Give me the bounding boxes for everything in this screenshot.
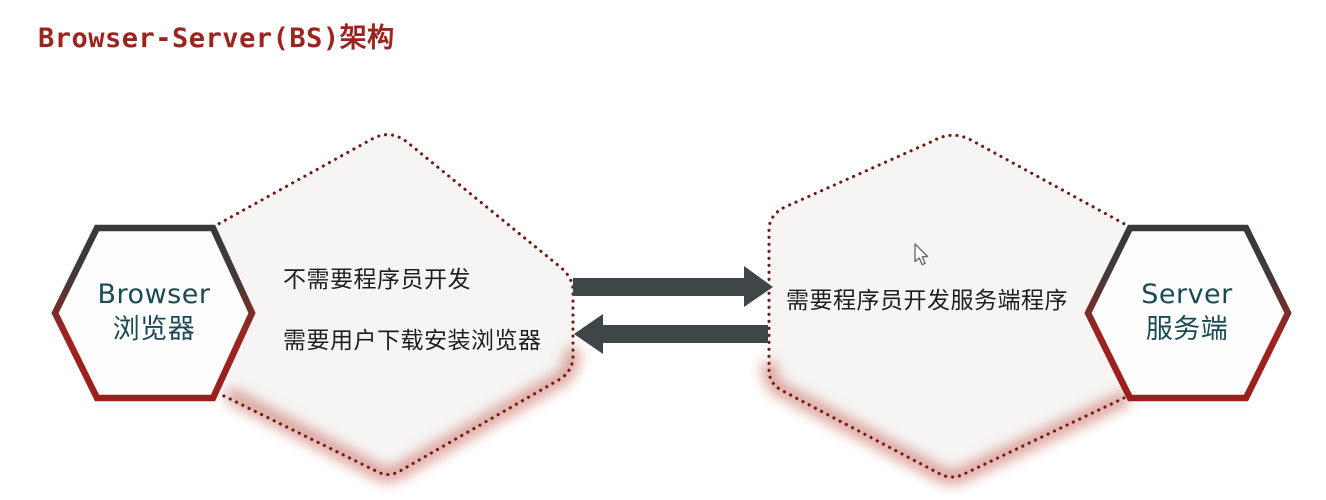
browser-blob-fill — [213, 134, 573, 475]
server-node-label-zh: 服务端 — [1145, 314, 1229, 345]
server-note-line1: 需要程序员开发服务端程序 — [786, 288, 1068, 314]
server-blob-fill — [769, 135, 1130, 477]
mouse-cursor-icon — [914, 243, 929, 266]
browser-node-label-en: Browser — [97, 279, 211, 310]
browser-note-line2: 需要用户下载安装浏览器 — [283, 328, 542, 354]
response-arrow-left-icon — [574, 314, 768, 354]
browser-blob-dotted-border — [211, 133, 575, 477]
request-arrow-right-icon — [573, 266, 773, 307]
page-title: Browser-Server(BS)架构 — [38, 23, 395, 54]
browser-hexagon — [51, 224, 256, 402]
server-node-label-en: Server — [1141, 279, 1233, 310]
server-blob — [761, 133, 1132, 485]
browser-node-label-zh: 浏览器 — [112, 314, 196, 345]
server-hexagon — [1084, 224, 1292, 402]
server-node-label: Server 服务端 — [1088, 277, 1286, 347]
browser-blob — [211, 133, 581, 482]
browser-node-label: Browser 浏览器 — [55, 277, 253, 347]
browser-note-line1: 不需要程序员开发 — [283, 267, 471, 293]
server-blob-dotted-border — [767, 133, 1132, 479]
